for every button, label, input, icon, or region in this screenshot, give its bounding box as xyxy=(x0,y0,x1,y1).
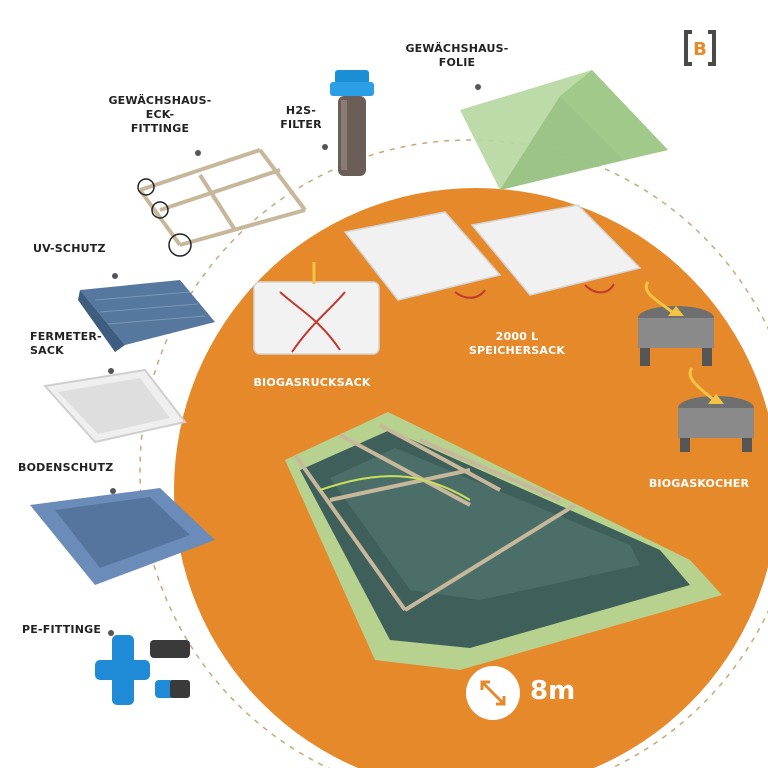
label-dot-foil xyxy=(475,84,481,90)
label-greenhouse-foil: GEWÄCHSHAUS- FOLIE xyxy=(405,42,509,69)
biogas-backpack-icon xyxy=(253,262,380,355)
label-corner-fittings: GEWÄCHSHAUS- ECK- FITTINGE xyxy=(108,94,212,135)
label-biogas-stove: BIOGASKOCHER xyxy=(648,477,750,490)
greenhouse-foil-icon xyxy=(460,70,668,190)
label-dot-uv xyxy=(112,273,118,279)
corner-fittings-icon xyxy=(138,148,307,247)
greenhouse-fermenter-icon xyxy=(285,412,722,670)
label-dot-pe xyxy=(108,630,114,636)
scale-label: 8m xyxy=(530,676,576,706)
storage-sack-icon-1 xyxy=(343,211,502,301)
diagonal-arrow-icon xyxy=(466,666,520,720)
label-fermenter-sack: FERMETER- SACK xyxy=(30,330,102,357)
label-dot-fermenter xyxy=(108,368,114,374)
label-ground-protection: BODENSCHUTZ xyxy=(18,461,114,474)
label-h2s-filter: H2S- FILTER xyxy=(280,104,322,131)
logo-letter: B xyxy=(693,39,707,60)
biogas-stove-icon-2 xyxy=(678,367,754,452)
dashed-ring xyxy=(139,139,768,768)
label-dot-corner xyxy=(195,150,201,156)
uv-protection-icon xyxy=(78,280,215,352)
biogas-stove-icon-1 xyxy=(638,281,714,366)
label-biogas-backpack: BIOGASRUCKSACK xyxy=(253,376,371,389)
ground-protection-icon xyxy=(30,488,215,585)
label-pe-fittings: PE-FITTINGE xyxy=(22,623,102,636)
label-dot-h2s xyxy=(322,144,328,150)
label-storage-sack: 2000 L SPEICHERSACK xyxy=(468,330,566,357)
storage-sack-icon-2 xyxy=(470,204,642,296)
fermenter-sack-icon xyxy=(43,368,187,444)
pe-fittings-icon xyxy=(95,635,190,705)
corner-fittings-circles xyxy=(137,178,192,257)
h2s-filter-icon xyxy=(330,70,374,176)
label-dot-ground xyxy=(110,488,116,494)
label-uv-protection: UV-SCHUTZ xyxy=(33,242,106,255)
bracket-b-logo: B xyxy=(684,30,716,66)
